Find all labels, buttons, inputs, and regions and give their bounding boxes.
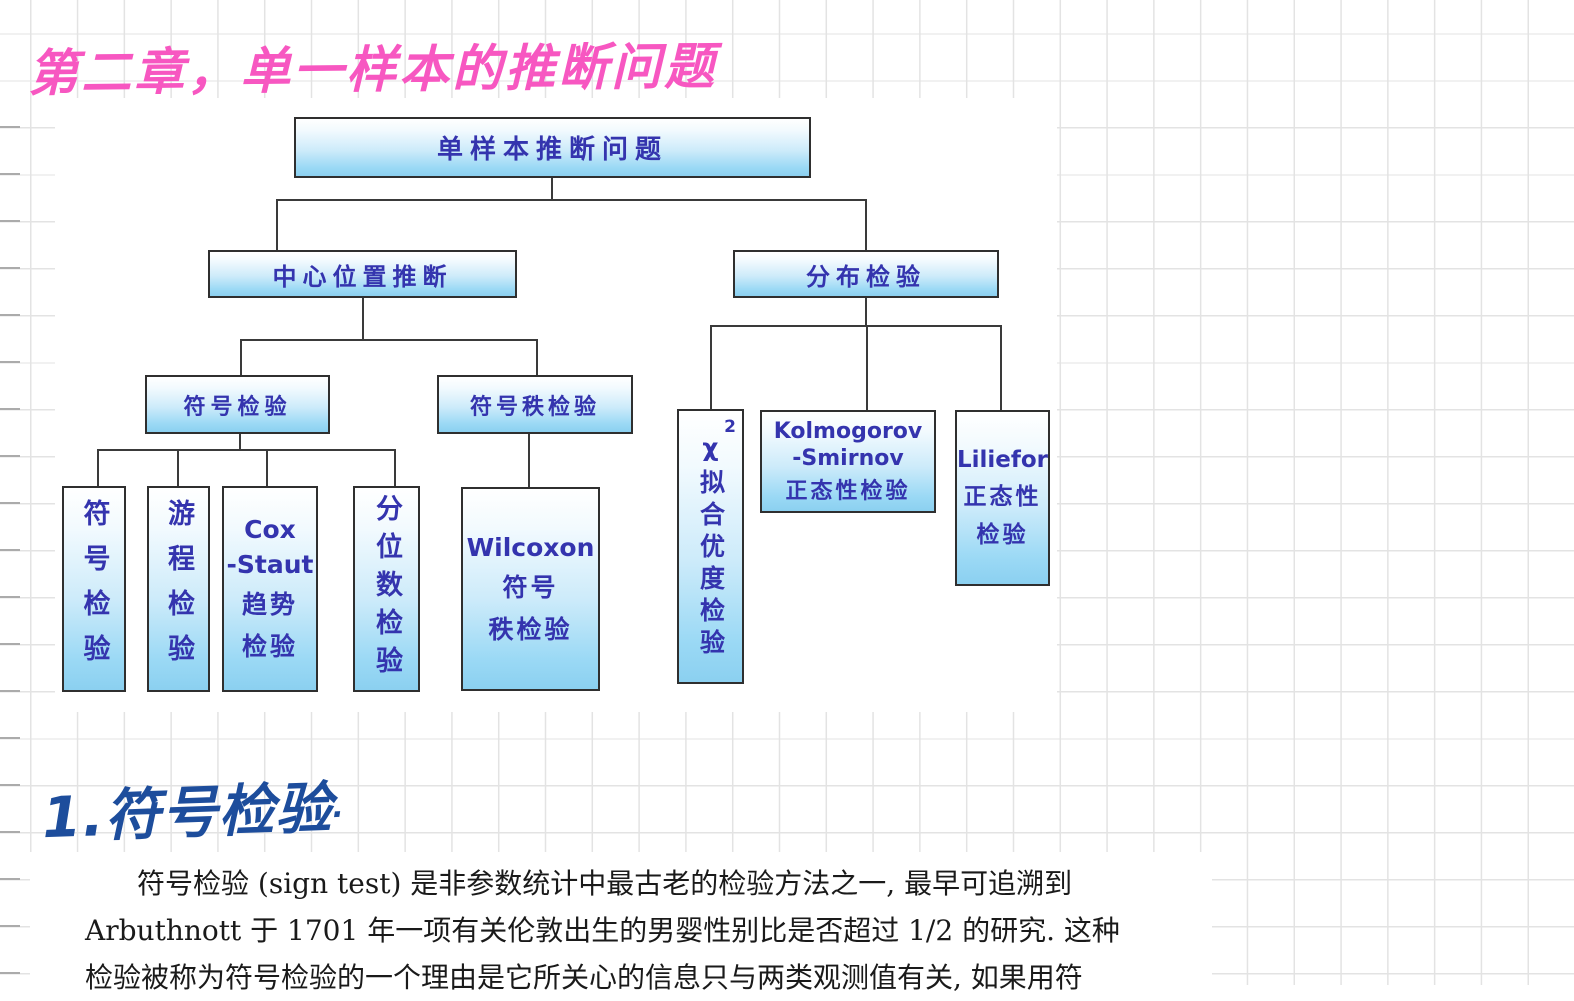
node-sign-test-leaf: 符号检验: [62, 486, 126, 692]
node-wilcoxon-leaf: Wilcoxon 符号 秩检验: [461, 487, 600, 691]
connector-to-kolmogorov: [866, 325, 868, 410]
paragraph-line: 检验被称为符号检验的一个理由是它所关心的信息只与两类观测值有关, 如果用符: [85, 961, 1083, 994]
connector-to-leaf-sign: [97, 449, 99, 486]
connector-center-stem: [362, 298, 364, 340]
connector-to-leaf-quantile: [394, 449, 396, 486]
connector-to-liliefor: [1000, 325, 1002, 410]
node-cox-staut-leaf: Cox -Staut 趋势 检验: [222, 486, 318, 692]
connector-root-to-center: [276, 199, 278, 250]
node-runs-test-leaf: 游程检验: [147, 486, 210, 692]
node-one-sample-inference: 单样本推断问题: [294, 117, 811, 178]
paragraph-line: 符号检验 (sign test) 是非参数统计中最古老的检验方法之一, 最早可追…: [137, 867, 1073, 900]
connector-to-leaf-cox: [266, 449, 268, 486]
connector-sign-rail: [97, 449, 396, 451]
node-kolmogorov-smirnov-leaf: Kolmogorov -Smirnov 正态性检验: [760, 410, 936, 513]
connector-root-rail: [276, 199, 867, 201]
node-central-location-inference: 中心位置推断: [208, 250, 517, 298]
handwritten-section-heading: 1.符号检验.: [41, 776, 345, 852]
node-signed-rank-group: 符号秩检验: [437, 375, 633, 434]
connector-signrank-to-wilcoxon: [528, 434, 530, 487]
connector-to-leaf-runs: [177, 449, 179, 486]
paragraph-line: Arbuthnott 于 1701 年一项有关伦敦出生的男婴性别比是否超过 1/…: [85, 914, 1120, 947]
node-quantile-test-leaf: 分位数检验: [353, 486, 420, 692]
node-sign-test-group: 符号检验: [145, 375, 330, 434]
handwritten-chapter-title: 第二章，单一样本的推断问题: [27, 37, 718, 103]
sign-test-paragraph: 符号检验 (sign test) 是非参数统计中最古老的检验方法之一, 最早可追…: [85, 860, 1170, 1001]
connector-root-stem: [551, 178, 553, 200]
connector-to-chisq: [710, 325, 712, 409]
chi-square-superscript: 2: [724, 417, 736, 437]
connector-sign-stem: [239, 434, 241, 451]
connector-center-to-signrank: [536, 339, 538, 375]
connector-center-to-sign: [240, 339, 242, 375]
node-chi-square-gof-leaf: 2 χ 拟合优度检验: [677, 409, 744, 684]
connector-dist-rail: [710, 325, 1002, 327]
left-edge-grid-dashes: [0, 126, 20, 985]
node-distribution-test: 分布检验: [733, 250, 999, 298]
node-liliefor-leaf: Liliefor 正态性 检验: [955, 410, 1050, 586]
connector-dist-stem: [865, 298, 867, 326]
connector-root-to-dist: [865, 199, 867, 250]
connector-center-rail: [240, 339, 538, 341]
paragraph-image-area: [30, 852, 1212, 985]
handwritten-period: .: [331, 789, 345, 826]
